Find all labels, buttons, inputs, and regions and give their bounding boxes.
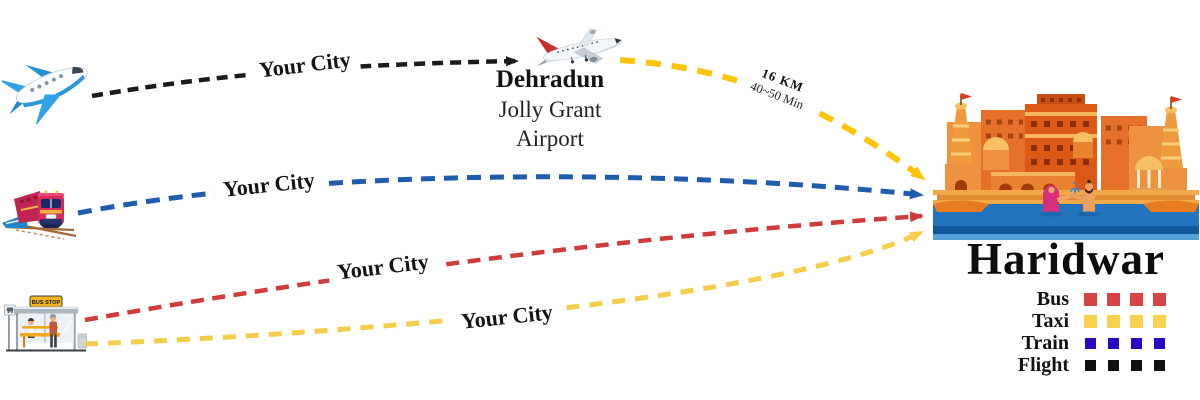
legend-label-flight: Flight [1017, 354, 1069, 376]
legend-row-flight: Flight [1010, 354, 1166, 376]
legend-swatch-bus [1084, 292, 1166, 306]
airplane-landing-icon [536, 28, 622, 67]
airport-city-name: Dehradun [495, 66, 605, 93]
legend-swatch-taxi [1084, 314, 1166, 328]
airport-name-line1: Jolly Grant [498, 97, 602, 122]
legend-label-taxi: Taxi [1031, 310, 1069, 332]
legend-row-train: Train [1010, 332, 1166, 354]
legend-swatch-flight [1085, 359, 1165, 371]
haridwar-ghat-icon [933, 93, 1199, 240]
legend-row-taxi: Taxi [1010, 310, 1166, 332]
legend: Bus Taxi Train Flight [1010, 288, 1166, 376]
legend-label-bus: Bus [1036, 288, 1069, 310]
destination-title: Haridwar [967, 234, 1165, 284]
airport-label-block: Dehradun Jolly Grant Airport [484, 66, 616, 152]
legend-swatch-train [1085, 337, 1165, 349]
bus-stop-icon: BUS STOP [4, 295, 87, 352]
legend-label-train: Train [1021, 332, 1069, 354]
airplane-icon [2, 64, 88, 124]
route-bus-path [84, 211, 924, 323]
legend-row-bus: Bus [1010, 288, 1166, 310]
train-icon [2, 190, 77, 240]
route-train-path [77, 174, 924, 216]
airport-name-line2: Airport [516, 126, 584, 151]
bus-stop-sign-text: BUS STOP [32, 300, 61, 306]
